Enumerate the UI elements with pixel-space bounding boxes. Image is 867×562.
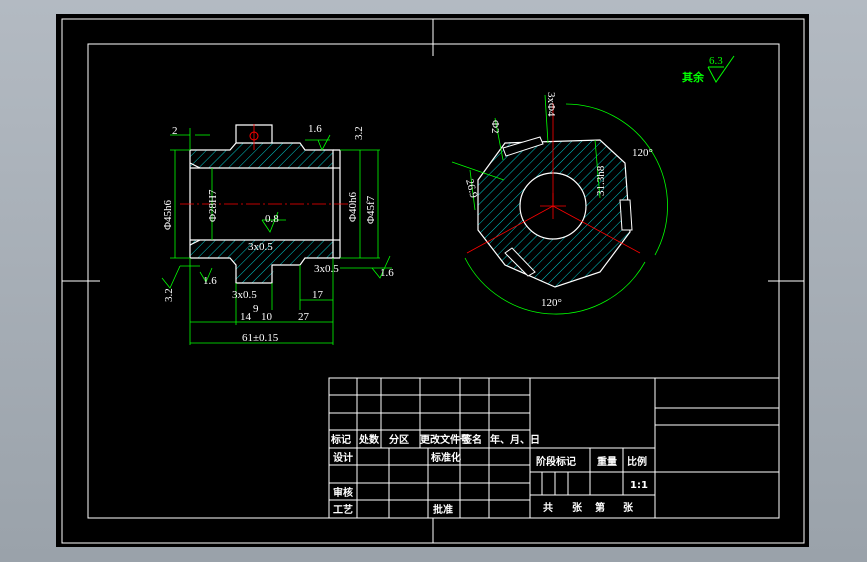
- right-end-view: 3xΦ4 Φ2 31.3h8 120° 26.9 120°: [451, 92, 668, 315]
- end-view-angle-arcs: [451, 94, 668, 315]
- dim-roughness-center: 0.8: [265, 213, 279, 225]
- dim-inner-dia: Φ28H7: [207, 189, 219, 222]
- dim-roughness-right: 1.6: [380, 267, 394, 279]
- label-sheet-unit: 张: [572, 501, 583, 514]
- dim-length-14: 14: [240, 311, 252, 323]
- roughness-note-text: 其余: [682, 70, 705, 84]
- dim-roughness-top-right: 3.2: [353, 126, 365, 140]
- dim-26: 26.9: [463, 178, 480, 200]
- dim-length-27: 27: [298, 311, 310, 323]
- dim-roughness-left: 3.2: [163, 288, 175, 302]
- label-design: 设计: [333, 451, 353, 464]
- title-block-text: 标记 处数 分区 更改文件号 签名 年、月、日 设计 标准化 审核 工艺 批准 …: [330, 433, 648, 516]
- dim-overall-length: 61±0.15: [242, 332, 279, 344]
- dim-phi2: Φ2: [489, 120, 501, 134]
- centering-marks: [62, 19, 804, 543]
- scale-value: 1:1: [630, 480, 648, 491]
- label-sheet-unit2: 张: [623, 501, 634, 514]
- dim-chamfer: 2: [172, 125, 178, 137]
- dim-angle-top: 120°: [632, 147, 653, 159]
- label-sheet-no: 第: [595, 501, 605, 514]
- dim-angle-bottom: 120°: [541, 297, 562, 309]
- title-block: [328, 377, 780, 519]
- header-count: 处数: [358, 433, 380, 446]
- dim-left-dia: Φ45h6: [162, 199, 174, 230]
- label-weight: 重量: [597, 455, 617, 468]
- left-dimension-lines: [161, 128, 392, 345]
- dim-31: 31.3h8: [595, 165, 607, 196]
- label-standard: 标准化: [430, 451, 461, 464]
- label-total: 共: [543, 501, 553, 514]
- end-view-slots: [502, 136, 633, 277]
- label-scale: 比例: [627, 455, 647, 468]
- section-outline: [189, 124, 341, 284]
- dim-groove-right: 3x0.5: [314, 263, 339, 275]
- label-process: 工艺: [333, 503, 353, 516]
- label-review: 审核: [333, 486, 353, 499]
- roughness-note: 其余 6.3: [682, 55, 735, 84]
- dim-holes: 3xΦ4: [545, 92, 557, 117]
- dim-groove-center: 3x0.5: [248, 241, 273, 253]
- header-zone: 分区: [389, 433, 409, 446]
- dim-length-10: 10: [261, 311, 273, 323]
- dim-length-9: 9: [253, 303, 259, 315]
- dim-groove-bottom: 3x0.5: [232, 289, 257, 301]
- end-view-radial-lines: [466, 103, 641, 254]
- dim-roughness-top: 1.6: [308, 123, 322, 135]
- dim-length-17: 17: [312, 289, 324, 301]
- header-date: 年、月、日: [490, 433, 540, 446]
- roughness-note-value: 6.3: [709, 55, 723, 67]
- dim-roughness-bottom-left: 1.6: [203, 275, 217, 287]
- label-approve: 批准: [433, 503, 453, 516]
- dim-outer-dia-a: Φ40h6: [347, 191, 359, 222]
- header-sign: 签名: [461, 433, 482, 446]
- section-hatch: [190, 143, 333, 283]
- header-mark: 标记: [330, 433, 351, 446]
- sheet-background: [56, 14, 809, 547]
- label-stage-mark: 阶段标记: [536, 455, 576, 468]
- header-change-doc: 更改文件号: [420, 433, 470, 446]
- left-section-view: 2 1.6 3.2 Φ28H7 Φ40h6 Φ45f7 Φ45h6 0.8 3x…: [161, 123, 394, 345]
- dim-outer-dia-b: Φ45f7: [365, 195, 377, 224]
